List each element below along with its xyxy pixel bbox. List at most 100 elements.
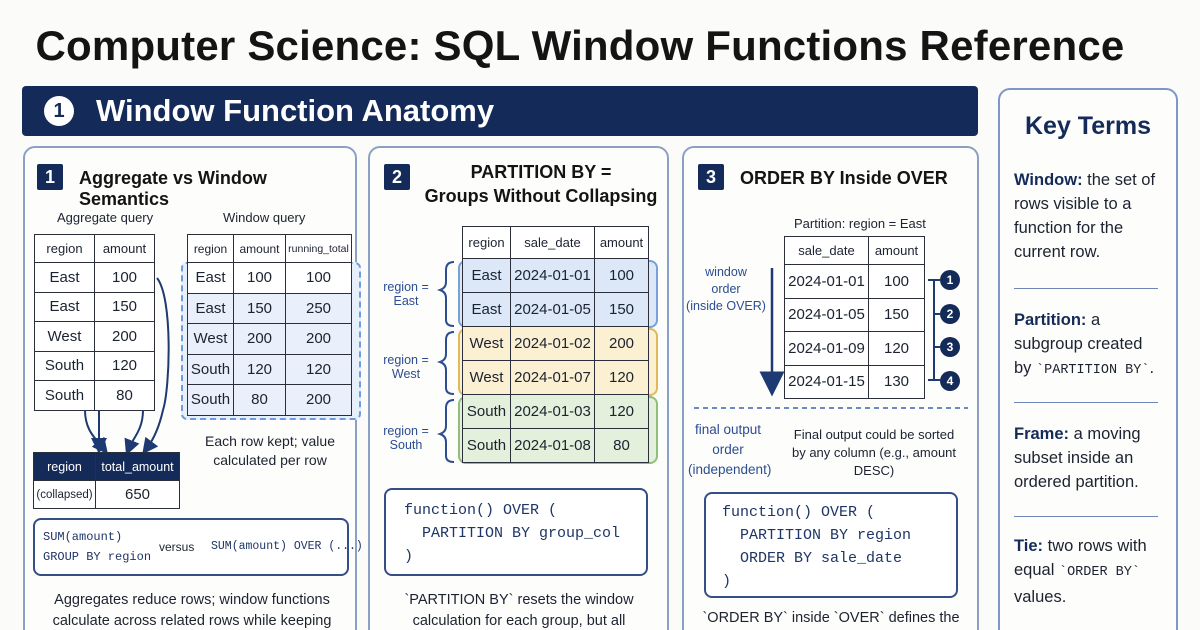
divider — [1014, 516, 1158, 517]
column-header: region — [462, 226, 511, 259]
section-title: Window Function Anatomy — [96, 93, 495, 128]
column-header: total_amount — [95, 452, 180, 481]
column-header: region — [187, 234, 234, 263]
panel-description: Aggregates reduce rows; window functions… — [52, 592, 332, 629]
window-query-label: Window query — [223, 210, 306, 225]
table-cell: East — [462, 292, 511, 327]
order-step-badge: 4 — [940, 370, 960, 391]
label-line: window — [705, 265, 747, 279]
panel-number-badge: 2 — [384, 164, 410, 190]
table-cell: East — [462, 258, 511, 293]
final-output-order-label: final output order (independent) — [688, 420, 771, 480]
table-cell: West — [34, 321, 95, 352]
table-cell: 2024-01-07 — [510, 360, 595, 395]
table-cell: South — [34, 350, 95, 381]
table-cell: 150 — [94, 291, 155, 322]
code-line: function() OVER ( — [404, 502, 558, 519]
panel-title: Aggregate vs Window Semantics — [79, 168, 267, 209]
table-cell: 80 — [94, 380, 155, 411]
code-line: SUM(amount) — [43, 530, 123, 544]
table-cell: East — [34, 262, 95, 293]
table-cell: South — [462, 428, 511, 463]
order-step-badge: 3 — [940, 337, 960, 357]
collapsed-result-table: region total_amount (collapsed) 650 — [33, 452, 180, 509]
code-line: function() OVER ( — [722, 504, 876, 521]
table-cell: 2024-01-01 — [784, 264, 869, 299]
code-line: ORDER BY sale_date — [722, 550, 903, 567]
group-label-south: region = South — [383, 424, 429, 452]
label-line: (inside OVER) — [686, 299, 766, 313]
table-cell: South — [187, 353, 234, 385]
column-header: amount — [233, 234, 286, 263]
term-definition: a subgroup created by — [1014, 311, 1143, 377]
column-header: region — [33, 452, 96, 481]
group-label-east: region = East — [383, 280, 429, 308]
label-line: order — [712, 442, 744, 457]
table-cell: 650 — [95, 480, 180, 509]
versus-label: versus — [159, 540, 195, 554]
table-cell: 200 — [285, 384, 352, 416]
label-line: order — [711, 282, 741, 296]
window-query-note: Each row kept; value calculated per row — [205, 433, 335, 468]
term-tie: Tie: two rows with equal `ORDER BY` valu… — [1014, 534, 1164, 609]
table-cell: 150 — [594, 292, 649, 327]
table-cell: 2024-01-05 — [784, 297, 869, 332]
table-cell: East — [187, 262, 234, 294]
divider — [1014, 402, 1158, 403]
term-definition: a moving subset inside an ordered partit… — [1014, 425, 1141, 491]
term-frame: Frame: a moving subset inside an ordered… — [1014, 422, 1164, 494]
table-cell: 2024-01-02 — [510, 326, 595, 361]
term-definition: the set of rows visible to a function fo… — [1014, 171, 1156, 261]
term-code: `PARTITION BY` — [1036, 363, 1150, 378]
table-cell: 100 — [94, 262, 155, 293]
table-cell: East — [187, 292, 234, 324]
table-cell: 200 — [594, 326, 649, 361]
panel-title-line: Groups Without Collapsing — [424, 186, 658, 206]
code-line: PARTITION BY group_col — [404, 525, 621, 542]
collapse-arrows — [84, 277, 170, 456]
code-line: SUM(amount) OVER (...) — [211, 540, 363, 553]
column-header: running_total — [285, 234, 352, 263]
table-cell: West — [187, 323, 234, 355]
table-cell: South — [462, 394, 511, 429]
code-snippet-order-by: function() OVER ( PARTITION BY region OR… — [704, 492, 958, 598]
order-step-badge: 1 — [940, 270, 960, 290]
term-definition: two rows with equal — [1014, 537, 1147, 579]
table-cell: 250 — [285, 292, 352, 324]
table-cell: 120 — [868, 331, 925, 366]
code-line: ) — [404, 548, 414, 565]
panel-title: ORDER BY Inside OVER — [740, 168, 948, 188]
table-cell: 2024-01-01 — [510, 258, 595, 293]
table-cell: 2024-01-15 — [784, 364, 869, 399]
section-banner: 1 Window Function Anatomy — [22, 86, 978, 136]
partition-label: Partition: region = East — [794, 216, 926, 231]
key-terms-panel: Key Terms Window: the set of rows visibl… — [998, 88, 1178, 630]
table-cell: West — [462, 326, 511, 361]
table-cell: 100 — [868, 264, 925, 299]
panel-title-line: PARTITION BY = — [470, 162, 612, 182]
order-arrows — [694, 268, 968, 409]
term-code: `ORDER BY` — [1058, 565, 1140, 580]
term-name: Frame: — [1014, 425, 1070, 443]
term-partition: Partition: a subgroup created by `PARTIT… — [1014, 308, 1164, 383]
table-cell: 2024-01-08 — [510, 428, 595, 463]
panel-description: `PARTITION BY` resets the window calcula… — [404, 592, 634, 629]
final-output-note: Final output could be sorted by any colu… — [776, 426, 972, 480]
panel-title: PARTITION BY = Groups Without Collapsing — [418, 160, 664, 208]
panel-order-by: 3 ORDER BY Inside OVER Partition: region… — [682, 146, 979, 630]
order-step-badge: 2 — [940, 303, 960, 324]
key-terms-title: Key Terms — [1025, 112, 1151, 140]
